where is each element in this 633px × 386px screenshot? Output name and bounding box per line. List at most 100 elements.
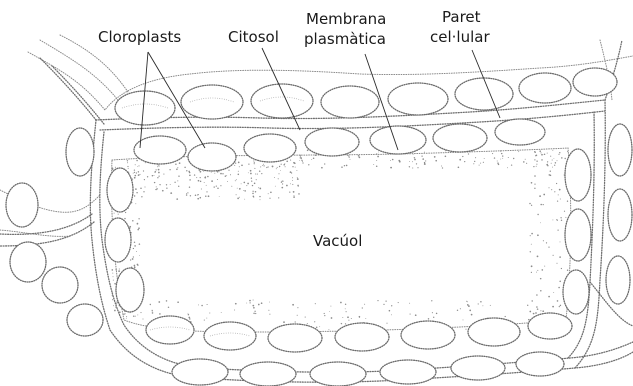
cytosol-dot: [152, 312, 154, 314]
cytosol-dot: [552, 167, 553, 168]
cytosol-dot: [553, 255, 554, 256]
cytosol-dot: [530, 235, 531, 236]
cytosol-dot: [550, 171, 551, 172]
cytosol-dot: [147, 176, 148, 177]
cytosol-dot: [543, 240, 544, 241]
cytosol-dot: [205, 196, 206, 197]
cytosol-dot: [154, 175, 155, 176]
cytosol-dot: [376, 165, 378, 167]
cytosol-dot: [166, 184, 167, 185]
cytosol-dot: [253, 196, 255, 198]
cytosol-dot: [115, 167, 116, 168]
cytosol-dot: [441, 165, 442, 166]
cytosol-dot: [282, 183, 283, 184]
cytosol-dot: [259, 196, 260, 197]
cytosol-dot: [125, 313, 126, 314]
cytosol-dot: [123, 314, 124, 315]
cytosol-dot: [134, 245, 136, 247]
cytosol-dot: [189, 186, 190, 187]
cytosol-dot: [557, 160, 558, 161]
chloroplast: [565, 149, 591, 201]
cytosol-dot: [169, 169, 170, 170]
cytosol-dot: [283, 181, 284, 182]
cytosol-dot: [458, 166, 460, 168]
cytosol-dot: [415, 314, 417, 316]
cytosol-dot: [112, 299, 113, 300]
cytosol-dot: [126, 318, 127, 319]
cytosol-dot: [290, 183, 291, 184]
cytosol-dot: [246, 303, 247, 304]
cytosol-dot: [189, 175, 191, 177]
cytosol-dot: [351, 318, 352, 319]
cytosol-dot: [138, 227, 140, 229]
cytosol-dot: [531, 265, 533, 267]
cytosol-dot: [235, 180, 236, 181]
cytosol-dot: [377, 300, 378, 301]
cytosol-dot: [234, 310, 235, 311]
cytosol-dot: [140, 188, 142, 190]
cytosol-dot: [424, 152, 425, 153]
cytosol-dot: [201, 305, 203, 307]
cytosol-dot: [112, 168, 114, 170]
cytosol-dot: [483, 162, 484, 163]
cytosol-dot: [137, 314, 138, 315]
chloroplast: [310, 362, 366, 386]
cytosol-dot: [260, 199, 261, 200]
cytosol-dot: [376, 160, 377, 161]
cytosol-dot: [198, 304, 199, 305]
cytosol-dot: [278, 197, 279, 198]
chloroplast: [401, 321, 455, 349]
cytosol-dot: [478, 303, 479, 304]
cytosol-dot: [194, 174, 195, 175]
cytosol-dot: [537, 214, 538, 215]
cytosol-dot: [345, 323, 346, 324]
cytosol-dot: [391, 314, 392, 315]
chloroplast: [107, 168, 133, 212]
cytosol-dot: [528, 319, 530, 321]
cytosol-dot: [297, 315, 298, 316]
cytosol-dot: [206, 191, 207, 192]
cytosol-dot: [239, 188, 241, 190]
cytosol-dot: [211, 172, 212, 173]
cytosol-dot: [531, 272, 532, 273]
cytosol-dot: [550, 156, 551, 157]
cytosol-dot: [556, 263, 557, 264]
cytosol-dot: [561, 268, 562, 269]
cytosol-dot: [263, 165, 264, 166]
cytosol-dot: [114, 310, 116, 312]
chloroplasts-left: [6, 128, 144, 336]
cytosol-dot: [207, 176, 209, 178]
cytosol-dot: [350, 159, 351, 160]
cytosol-dot: [258, 304, 260, 306]
label-chloroplasts: Cloroplasts: [98, 28, 181, 46]
chloroplast: [335, 323, 389, 351]
cytosol-dot: [302, 162, 303, 163]
cytosol-dot: [150, 304, 151, 305]
cytosol-dot: [552, 150, 553, 151]
cytosol-dot: [300, 156, 301, 157]
cytosol-dot: [258, 187, 259, 188]
cytosol-dot: [112, 273, 113, 274]
cytosol-dot: [124, 218, 125, 219]
cytosol-dot: [324, 163, 325, 164]
cytosol-dot: [158, 175, 159, 176]
cytosol-dot: [378, 152, 379, 153]
chloroplast: [204, 322, 256, 350]
cytosol-dot: [152, 175, 153, 176]
cytosol-dot: [554, 165, 555, 166]
cytosol-dot: [259, 188, 261, 190]
cytosol-dot: [186, 170, 187, 171]
cytosol-dot: [469, 310, 471, 312]
cytosol-dot: [551, 189, 552, 190]
cytosol-dot: [269, 198, 270, 199]
cytosol-dot: [346, 165, 348, 167]
cytosol-dot: [197, 198, 199, 200]
cytosol-dot: [136, 160, 138, 162]
cytosol-dot: [142, 318, 143, 319]
cytosol-dot: [298, 193, 300, 195]
cytosol-dot: [315, 154, 317, 156]
cytosol-dot: [362, 307, 363, 308]
chloroplast: [268, 324, 322, 352]
cytosol-dot: [206, 318, 207, 319]
cytosol-dot: [244, 190, 246, 192]
